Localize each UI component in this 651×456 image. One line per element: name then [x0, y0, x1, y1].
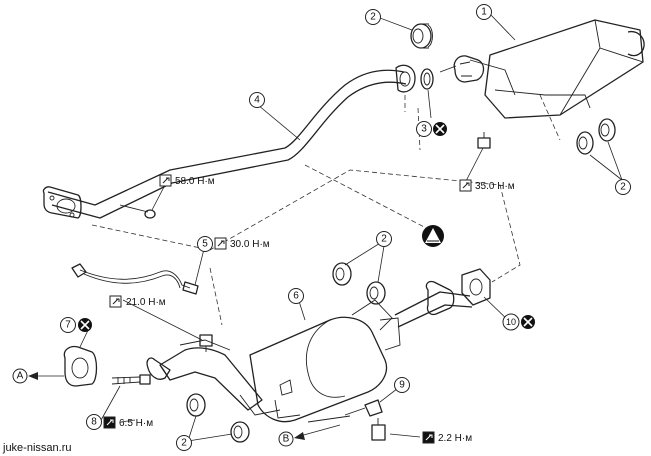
svg-text:21.0 Н·м: 21.0 Н·м: [126, 297, 166, 308]
callout-4: 4: [249, 92, 265, 108]
do-not-reuse-icon: [433, 122, 447, 136]
svg-text:30.0 Н·м: 30.0 Н·м: [230, 239, 270, 250]
torque-spec-6-5: 6.5 Н·м: [103, 416, 153, 429]
front-arrow-icon: [422, 225, 444, 247]
callout-8: 8: [86, 414, 102, 430]
svg-text:35.0 Н·м: 35.0 Н·м: [475, 181, 515, 192]
svg-text:2: 2: [181, 438, 187, 449]
do-not-reuse-icon: [521, 315, 535, 329]
svg-text:9: 9: [399, 380, 405, 391]
leader-lines: [79, 13, 623, 442]
torque-spec-2-2: 2.2 Н·м: [422, 431, 472, 444]
svg-text:6.5 Н·м: 6.5 Н·м: [119, 418, 153, 429]
do-not-reuse-icon: [78, 318, 92, 332]
svg-text:58.0 Н·м: 58.0 Н·м: [175, 176, 215, 187]
center-pipe: [42, 64, 416, 219]
callout-2-top: 2: [365, 9, 381, 25]
svg-text:2: 2: [370, 12, 376, 23]
direction-label-a: A: [17, 371, 24, 382]
rubber-mount-lower: [186, 393, 250, 443]
rubber-mount-right: [576, 118, 616, 155]
svg-text:10: 10: [506, 317, 516, 327]
torque-spec-21: 21.0 Н·м: [109, 295, 166, 308]
svg-text:2: 2: [620, 182, 626, 193]
svg-text:6: 6: [293, 291, 299, 302]
svg-text:3: 3: [421, 124, 427, 135]
catalytic-converter: [146, 299, 393, 423]
bolt-21: [199, 334, 213, 352]
front-pipe: [379, 268, 491, 351]
exhaust-sensor: [71, 263, 199, 295]
rubber-mount-top: [410, 23, 433, 49]
svg-text:4: 4: [254, 95, 260, 106]
callout-2-middle: 2: [376, 231, 392, 247]
callout-1: 1: [476, 4, 492, 20]
callout-6: 6: [288, 288, 304, 304]
svg-text:7: 7: [65, 320, 71, 331]
gasket-7: [63, 345, 98, 387]
sensor-bracket-9: [307, 399, 386, 441]
callout-9: 9: [394, 377, 410, 393]
reference-lines: [91, 94, 561, 326]
direction-arrow-b: B: [278, 424, 341, 447]
gasket-ring: [420, 68, 434, 90]
callout-2-lower: 2: [176, 435, 192, 451]
callout-5: 5: [197, 236, 213, 252]
svg-text:5: 5: [202, 239, 208, 250]
direction-label-b: B: [283, 434, 290, 445]
callout-3: 3: [416, 121, 447, 137]
callout-2-right: 2: [615, 179, 631, 195]
torque-spec-35: 35.0 Н·м: [459, 179, 515, 192]
callout-7: 7: [60, 317, 92, 333]
bolt-35: [477, 132, 491, 149]
callout-10: 10: [502, 313, 535, 331]
watermark: juke-nissan.ru: [2, 442, 71, 454]
svg-text:2.2 Н·м: 2.2 Н·м: [438, 433, 472, 444]
main-muffler: [439, 19, 645, 119]
stud-8: [111, 374, 151, 385]
svg-text:1: 1: [481, 7, 487, 18]
torque-spec-30: 30.0 Н·м: [214, 237, 270, 250]
direction-arrow-a: A: [12, 368, 64, 384]
rubber-mount-middle: [332, 262, 386, 305]
svg-text:8: 8: [91, 417, 97, 428]
svg-text:2: 2: [381, 234, 387, 245]
torque-spec-58: 58.0 Н·м: [159, 174, 215, 187]
